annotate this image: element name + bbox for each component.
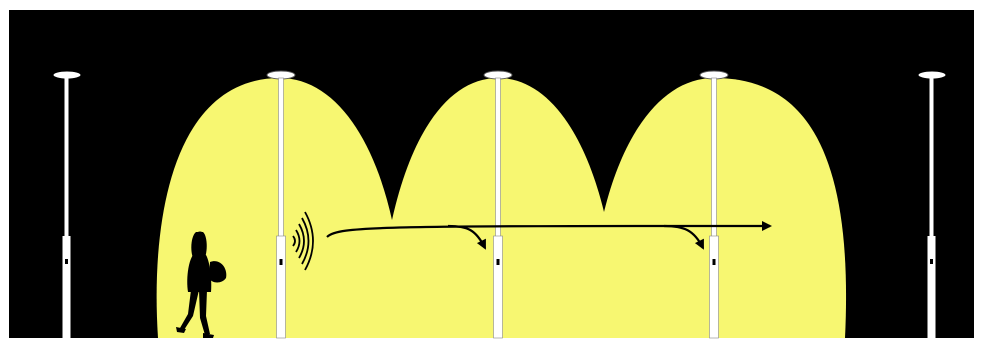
pole-upper (930, 78, 934, 238)
pole-upper (496, 78, 501, 238)
pole-hatch (930, 259, 933, 264)
pole-upper (712, 78, 717, 238)
pole-hatch (65, 259, 68, 264)
pole-base (63, 236, 71, 338)
motion-sensor-icon (280, 259, 283, 265)
pole-upper (65, 78, 69, 238)
pole-base (494, 236, 503, 338)
ground-line (0, 338, 984, 346)
lamp-head-icon (53, 71, 81, 79)
pole-upper (279, 78, 284, 238)
receiver-icon (497, 259, 500, 265)
receiver-icon (713, 259, 716, 265)
pole-base (710, 236, 719, 338)
pole-base (928, 236, 936, 338)
pole-base (277, 236, 286, 338)
lamp-head-icon (918, 71, 946, 79)
